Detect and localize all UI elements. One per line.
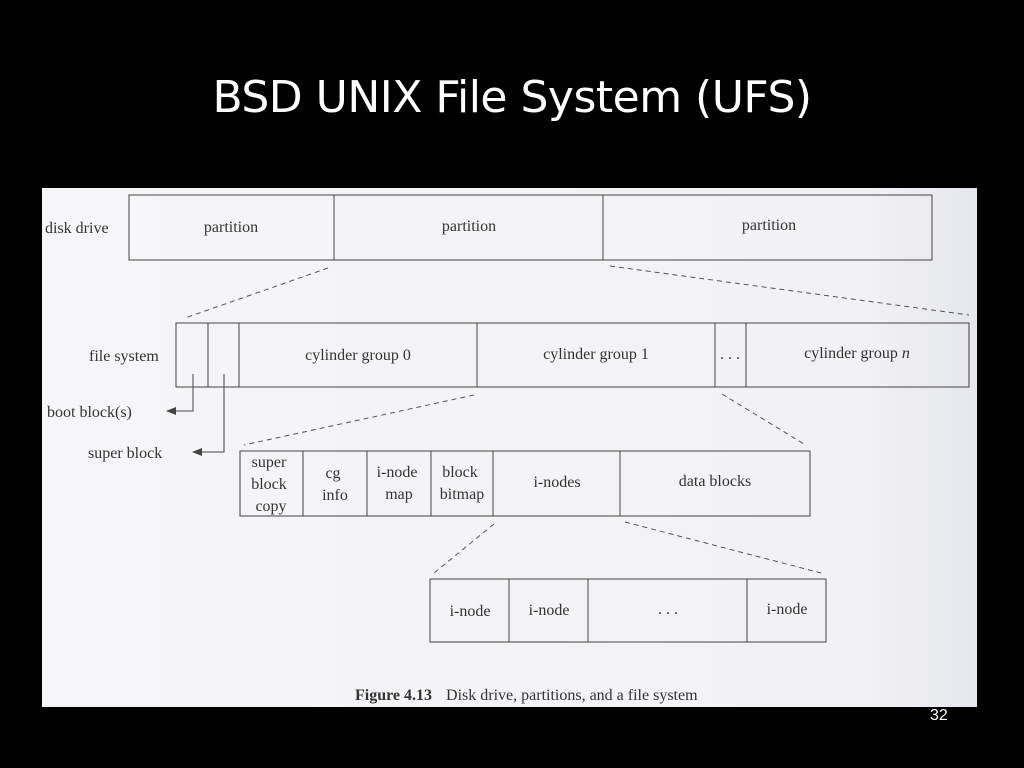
- inode-label: i-node: [450, 603, 491, 620]
- expand-line: [184, 267, 329, 319]
- figure-caption: Figure 4.13 Disk drive, partitions, and …: [355, 687, 698, 704]
- inode-map-label: i-node map: [377, 464, 422, 503]
- partition-label: partition: [742, 217, 796, 234]
- inode-label: i-node: [767, 601, 808, 618]
- super-block-arrowhead: [192, 448, 202, 456]
- cylinder-group-label: cylinder group 0: [305, 347, 411, 364]
- boot-block-pointer: [174, 374, 194, 412]
- expand-line: [721, 393, 805, 445]
- cg-info-label: cg info: [322, 465, 348, 504]
- cylinder-group-label: cylinder group n: [804, 345, 910, 362]
- inode-label: i-node: [529, 602, 570, 619]
- file-system-label: file system: [89, 348, 159, 365]
- ellipsis: . . .: [720, 346, 740, 363]
- file-system-diagram: disk drive partition partition partition…: [45, 194, 970, 704]
- partition-label: partition: [442, 218, 496, 235]
- boot-block-label: boot block(s): [47, 404, 132, 421]
- super-block-label: super block: [88, 445, 162, 462]
- expand-line: [624, 521, 822, 574]
- slide-title: BSD UNIX File System (UFS): [212, 72, 812, 123]
- block-bitmap-label: block bitmap: [440, 464, 484, 503]
- super-block-pointer: [200, 374, 225, 453]
- inode-row-box: [429, 578, 827, 643]
- page-number: 32: [930, 707, 948, 724]
- inode-ellipsis: . . .: [658, 601, 678, 618]
- cylinder-group-label: cylinder group 1: [543, 346, 649, 363]
- data-blocks-label: data blocks: [679, 473, 751, 490]
- disk-drive-box: [128, 194, 933, 261]
- file-system-box: [175, 322, 970, 388]
- disk-drive-label: disk drive: [45, 220, 109, 237]
- partition-label: partition: [204, 219, 258, 236]
- boot-block-arrowhead: [166, 407, 176, 415]
- expand-line: [243, 394, 475, 446]
- figure-panel: disk drive partition partition partition…: [42, 188, 977, 707]
- inodes-label: i-nodes: [533, 474, 580, 491]
- cylinder-group-box: [239, 450, 811, 517]
- expand-line: [433, 523, 495, 574]
- expand-line: [609, 265, 970, 316]
- super-block-copy-label: super block copy: [251, 454, 291, 515]
